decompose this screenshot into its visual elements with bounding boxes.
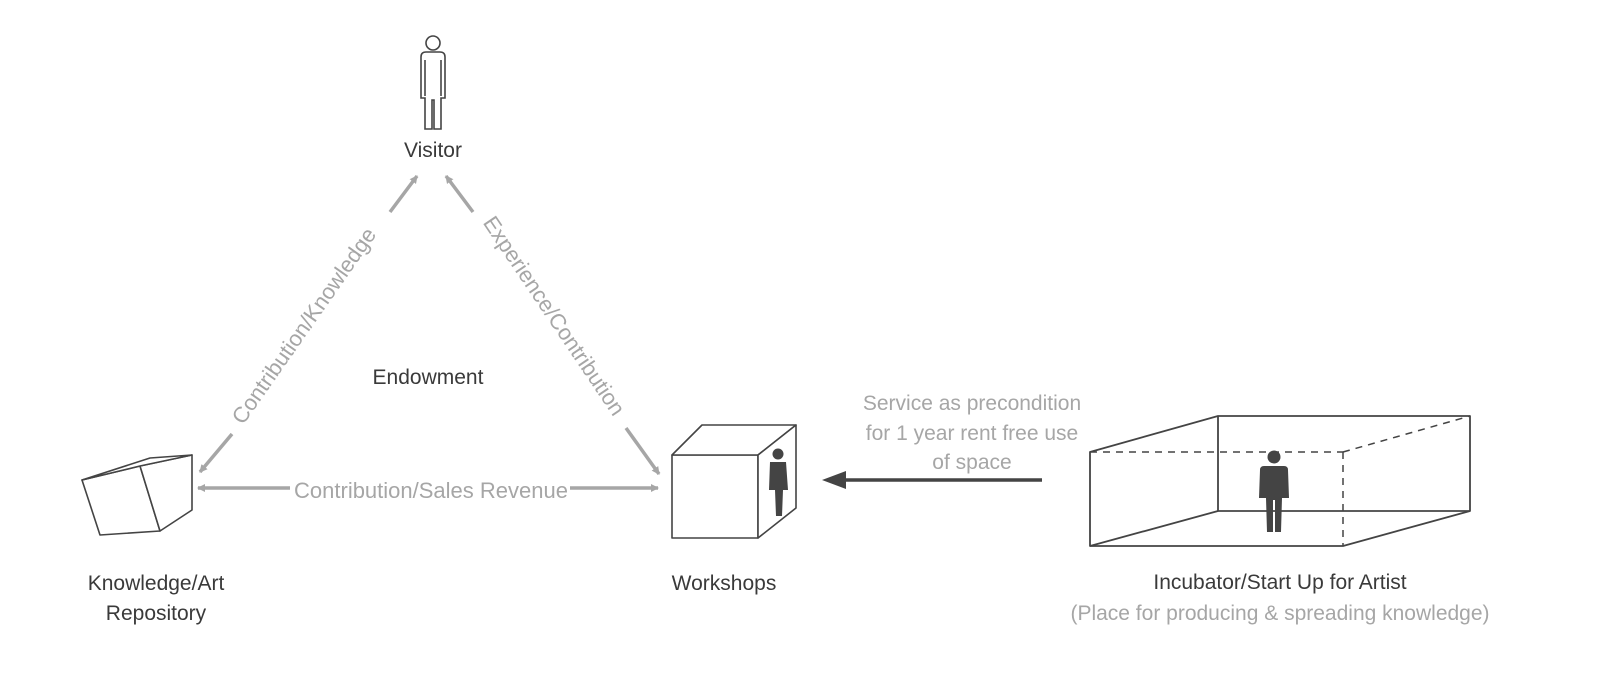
- repository-label-line1: Knowledge/Art: [88, 572, 225, 595]
- arrow-to-workshops-1: [624, 426, 661, 476]
- edge-repository-workshops: Contribution/Sales Revenue: [197, 478, 659, 503]
- arrow-to-visitor: [388, 174, 419, 214]
- incubator-label: Incubator/Start Up for Artist: [1153, 571, 1406, 594]
- incubator-node: Incubator/Start Up for Artist (Place for…: [1070, 415, 1490, 625]
- workshops-node: Workshops: [671, 424, 797, 595]
- edge-label-contribution-knowledge: Contribution/Knowledge: [227, 223, 381, 429]
- incubator-sublabel: (Place for producing & spreading knowled…: [1070, 602, 1489, 625]
- edge-visitor-workshops: Experience/Contribution: [444, 174, 661, 476]
- repository-node: Knowledge/Art Repository: [81, 454, 225, 625]
- person-icon: [1259, 450, 1289, 532]
- repository-label-line2: Repository: [106, 602, 207, 625]
- edge-label-experience-contribution: Experience/Contribution: [478, 211, 630, 420]
- edge-repository-visitor: Contribution/Knowledge: [198, 174, 419, 474]
- workshops-label: Workshops: [672, 572, 777, 595]
- edge-label-service-line2: for 1 year rent free use: [866, 422, 1078, 445]
- wireframe-room-with-person-icon: [1089, 415, 1471, 547]
- edge-label-contribution-sales: Contribution/Sales Revenue: [294, 478, 568, 503]
- edge-incubator-workshops: Service as precondition for 1 year rent …: [822, 392, 1081, 489]
- edge-label-service-line3: of space: [932, 451, 1011, 474]
- cube-with-person-icon: [671, 424, 797, 539]
- person-outline-icon: [420, 35, 446, 130]
- visitor-label: Visitor: [404, 139, 462, 162]
- endowment-label: Endowment: [373, 366, 484, 389]
- arrowhead-to-workshops: [822, 471, 846, 489]
- edge-label-service-line1: Service as precondition: [863, 392, 1081, 415]
- arrow-to-repository: [198, 432, 234, 474]
- open-box-icon: [81, 454, 193, 536]
- person-icon: [769, 448, 788, 516]
- arrow-to-visitor-2: [444, 174, 475, 214]
- visitor-node: Visitor: [404, 35, 462, 162]
